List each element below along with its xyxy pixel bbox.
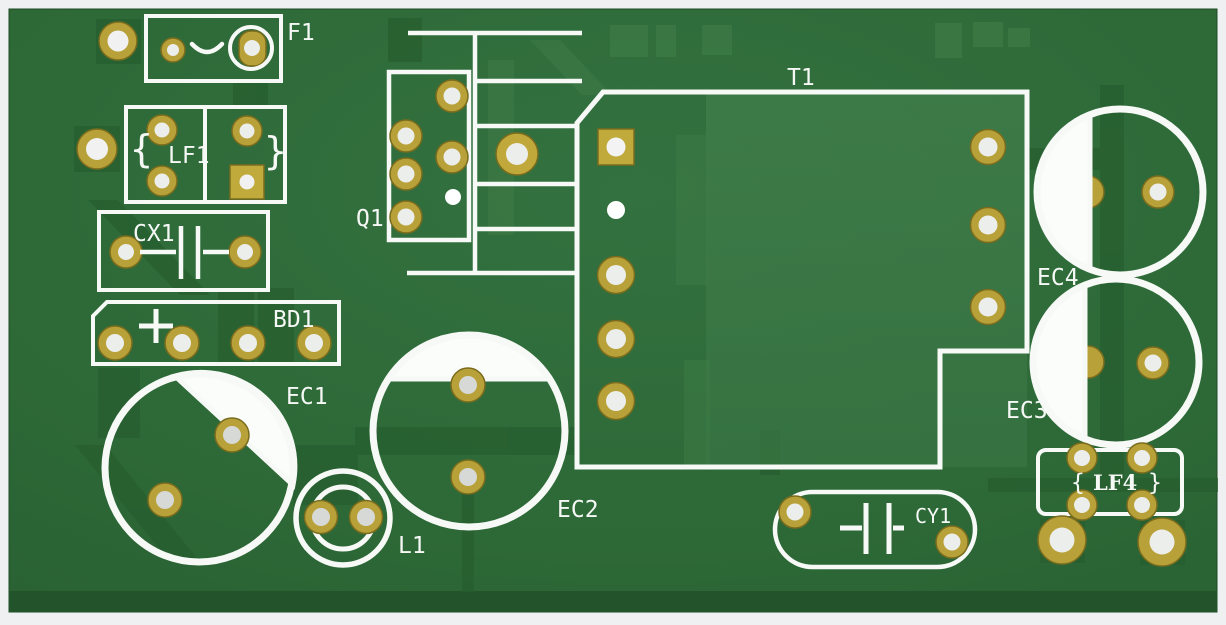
component-ec2[interactable]: EC2 (369, 331, 599, 531)
component-f1[interactable]: F1 (144, 14, 315, 83)
label-t1: T1 (787, 65, 815, 91)
board-bottom-edge (9, 591, 1217, 612)
label-bd1: BD1 (273, 307, 315, 333)
component-l1[interactable]: L1 (293, 468, 426, 568)
capacitor-symbol-cy1 (840, 503, 904, 554)
component-q1[interactable]: Q1 (356, 69, 472, 243)
label-lf4: LF4 (1093, 470, 1137, 495)
label-ec4: EC4 (1037, 265, 1079, 291)
component-lf1[interactable]: { } LF1 (124, 105, 287, 204)
lf1-brace-right: } (264, 129, 287, 173)
capacitor-symbol (140, 226, 229, 279)
component-ec1[interactable]: EC1 (101, 369, 328, 566)
component-cy1[interactable]: CY1 (772, 489, 978, 570)
label-cx1: CX1 (133, 221, 175, 247)
component-ec3[interactable]: EC3 (1006, 275, 1203, 449)
label-f1: F1 (287, 20, 315, 46)
plus-symbol (139, 309, 173, 343)
component-t1[interactable]: T1 (574, 65, 1030, 470)
fuse-symbol (189, 41, 225, 55)
power-pad (495, 132, 539, 176)
lf4-brace-right: } (1148, 470, 1162, 496)
t1-dot (607, 201, 625, 219)
label-q1: Q1 (356, 206, 384, 232)
label-ec3: EC3 (1006, 398, 1048, 424)
output-pads (1037, 515, 1187, 567)
q1-dot (445, 189, 461, 205)
label-ec1: EC1 (286, 384, 328, 410)
lf4-brace-left: { (1071, 470, 1085, 496)
label-l1: L1 (398, 533, 426, 559)
label-cy1: CY1 (915, 504, 951, 528)
silkscreen-lines (407, 30, 582, 276)
component-bd1[interactable]: BD1 (91, 300, 341, 366)
label-ec2: EC2 (557, 497, 599, 523)
label-lf1: LF1 (168, 143, 210, 169)
mount-pads-left (76, 21, 138, 170)
pcb-board (8, 8, 1218, 613)
component-ec4[interactable]: EC4 (1033, 105, 1207, 291)
lf1-brace-left: { (130, 127, 153, 171)
component-lf4[interactable]: { } LF4 (1036, 442, 1184, 521)
component-cx1[interactable]: CX1 (97, 210, 270, 292)
